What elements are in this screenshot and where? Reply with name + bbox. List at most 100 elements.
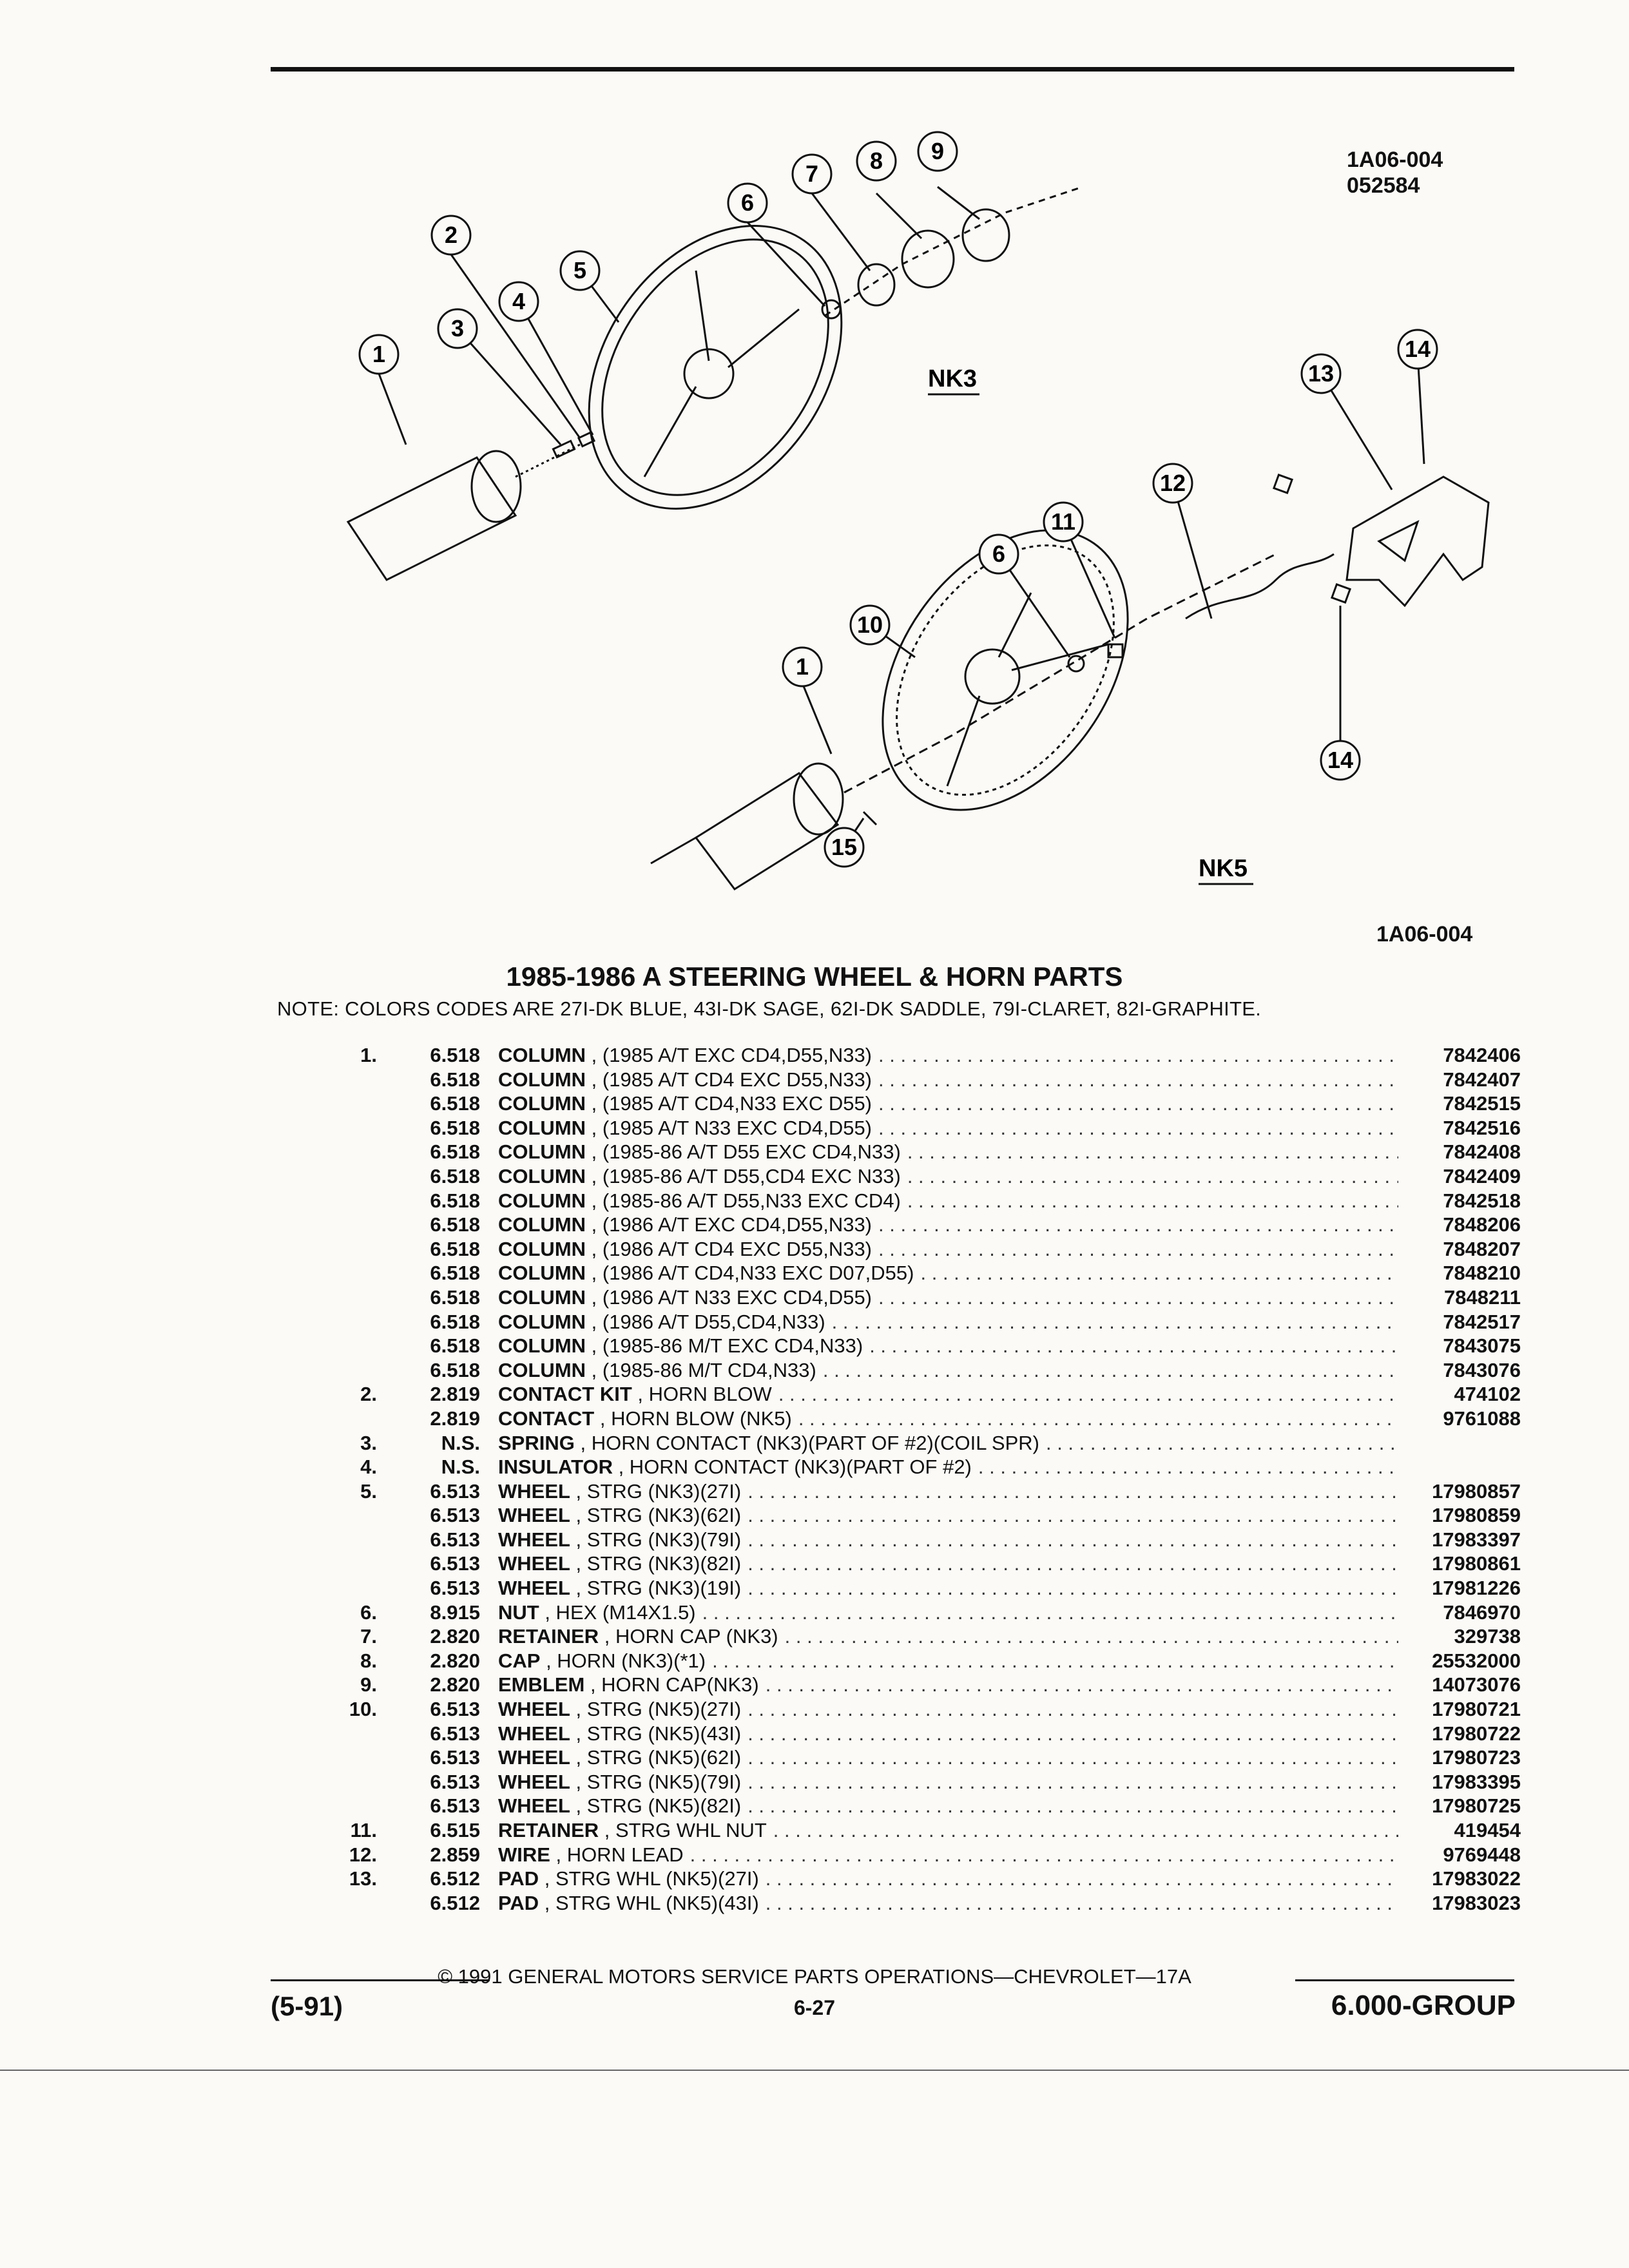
part-number: 7848206 bbox=[1443, 1213, 1521, 1236]
leader-dots bbox=[741, 1698, 1398, 1721]
exploded-diagram: 1 2 3 4 5 6 7 8 9 13 14 12 11 6 10 1 14 … bbox=[346, 131, 1490, 891]
part-number: 17983022 bbox=[1432, 1867, 1521, 1890]
callout-7: 7 bbox=[805, 160, 818, 187]
part-number: 17980725 bbox=[1432, 1794, 1521, 1818]
leader-dots bbox=[872, 1286, 1398, 1309]
part-name: CONTACT bbox=[498, 1407, 595, 1430]
leader-dots bbox=[759, 1867, 1398, 1890]
part-number: 17980723 bbox=[1432, 1746, 1521, 1769]
description: COLUMN , (1985 A/T N33 EXC CD4,D55) bbox=[498, 1117, 1398, 1140]
part-number: 7843076 bbox=[1443, 1358, 1521, 1381]
part-detail: , STRG (NK5)(27I) bbox=[570, 1698, 742, 1721]
leader-dots bbox=[684, 1843, 1398, 1867]
column-nk5 bbox=[694, 771, 840, 891]
description: PAD , STRG WHL (NK5)(43I) bbox=[498, 1892, 1398, 1915]
part-name: COLUMN bbox=[498, 1334, 586, 1358]
callout-14-top: 14 bbox=[1405, 336, 1431, 362]
part-detail: , (1986 A/T CD4,N33 EXC D07,D55) bbox=[586, 1262, 914, 1285]
part-number: 7842518 bbox=[1443, 1189, 1521, 1212]
part-number: 17983395 bbox=[1432, 1770, 1521, 1793]
item-number: 12. bbox=[349, 1843, 377, 1866]
part-name: WHEEL bbox=[498, 1794, 570, 1818]
part-detail: , (1985-86 M/T CD4,N33) bbox=[586, 1358, 816, 1381]
leader-dots bbox=[816, 1359, 1398, 1382]
description: COLUMN , (1986 A/T D55,CD4,N33) bbox=[498, 1311, 1398, 1334]
hub-nk5 bbox=[964, 648, 1021, 705]
retainer-nk3 bbox=[857, 263, 896, 307]
description: RETAINER , HORN CAP (NK3) bbox=[498, 1625, 1398, 1648]
leader-dots bbox=[792, 1407, 1398, 1430]
description: WIRE , HORN LEAD bbox=[498, 1843, 1398, 1867]
part-detail: , (1985 A/T EXC CD4,D55,N33) bbox=[586, 1044, 872, 1066]
callout-2: 2 bbox=[445, 222, 458, 248]
group-number-cell: 6.518 bbox=[430, 1068, 480, 1091]
description: WHEEL , STRG (NK5)(27I) bbox=[498, 1698, 1398, 1721]
part-detail: , STRG WHL (NK5)(43I) bbox=[539, 1891, 759, 1914]
callout-4: 4 bbox=[512, 288, 525, 314]
part-detail: , (1985-86 A/T D55,N33 EXC CD4) bbox=[586, 1189, 901, 1212]
part-name: RETAINER bbox=[498, 1819, 599, 1841]
leader-dots bbox=[872, 1044, 1398, 1067]
spring-nk3 bbox=[552, 439, 576, 459]
group-number-cell: 6.518 bbox=[430, 1237, 480, 1260]
spokes-nk5 bbox=[946, 592, 1109, 787]
leader-dots bbox=[901, 1189, 1398, 1213]
callout-1-nk3: 1 bbox=[372, 341, 385, 367]
part-detail: , STRG (NK5)(79I) bbox=[570, 1770, 742, 1793]
group-number-cell: 6.513 bbox=[430, 1698, 480, 1721]
part-detail: , HORN CONTACT (NK3)(PART OF #2)(COIL SP… bbox=[574, 1431, 1039, 1454]
leader-dots bbox=[1039, 1432, 1398, 1455]
label-nk5: NK5 bbox=[1199, 855, 1248, 882]
group-number-cell: 6.518 bbox=[430, 1213, 480, 1236]
part-name: CONTACT KIT bbox=[498, 1383, 632, 1406]
group-number-cell: 6.512 bbox=[430, 1867, 480, 1890]
callout-15: 15 bbox=[831, 834, 857, 860]
description: COLUMN , (1985-86 A/T D55,N33 EXC CD4) bbox=[498, 1189, 1398, 1213]
leader-dots bbox=[972, 1456, 1398, 1479]
table-row: 4.N.S.INSULATOR , HORN CONTACT (NK3)(PAR… bbox=[335, 1456, 1521, 1480]
part-name: COLUMN bbox=[498, 1310, 586, 1333]
description: WHEEL , STRG (NK5)(43I) bbox=[498, 1722, 1398, 1745]
group-number-cell: 2.820 bbox=[430, 1625, 480, 1648]
part-number: 7842407 bbox=[1443, 1068, 1521, 1091]
part-name: NUT bbox=[498, 1600, 539, 1624]
description: RETAINER , STRG WHL NUT bbox=[498, 1819, 1398, 1842]
table-row: 3.N.S.SPRING , HORN CONTACT (NK3)(PART O… bbox=[335, 1432, 1521, 1456]
part-detail: , STRG (NK3)(62I) bbox=[570, 1504, 742, 1527]
part-number: 7842515 bbox=[1443, 1092, 1521, 1115]
callout-6-nk5: 6 bbox=[992, 541, 1005, 567]
part-name: SPRING bbox=[498, 1431, 575, 1454]
group-number-cell: 6.518 bbox=[430, 1189, 480, 1212]
leader-dots bbox=[872, 1068, 1398, 1091]
item-number: 9. bbox=[360, 1673, 377, 1696]
description: WHEEL , STRG (NK5)(79I) bbox=[498, 1771, 1398, 1794]
description: COLUMN , (1985 A/T CD4,N33 EXC D55) bbox=[498, 1092, 1398, 1115]
part-name: COLUMN bbox=[498, 1116, 586, 1139]
leader-dots bbox=[741, 1552, 1398, 1575]
part-detail: , (1985-86 A/T D55,CD4 EXC N33) bbox=[586, 1164, 901, 1187]
group-number-cell: N.S. bbox=[441, 1456, 480, 1479]
part-name: COLUMN bbox=[498, 1262, 586, 1285]
part-number: 7842406 bbox=[1443, 1044, 1521, 1066]
part-number: 17983397 bbox=[1432, 1528, 1521, 1551]
steering-wheel-nk5 bbox=[882, 529, 1129, 811]
label-nk3: NK3 bbox=[928, 365, 977, 392]
part-name: WHEEL bbox=[498, 1770, 570, 1793]
part-number: 17980857 bbox=[1432, 1479, 1521, 1503]
part-number: 25532000 bbox=[1432, 1649, 1521, 1672]
part-detail: , HORN CAP (NK3) bbox=[599, 1625, 778, 1648]
steering-wheel-grip-nk5 bbox=[896, 544, 1115, 796]
callout-1-nk5: 1 bbox=[796, 653, 809, 680]
description: PAD , STRG WHL (NK5)(27I) bbox=[498, 1867, 1398, 1890]
